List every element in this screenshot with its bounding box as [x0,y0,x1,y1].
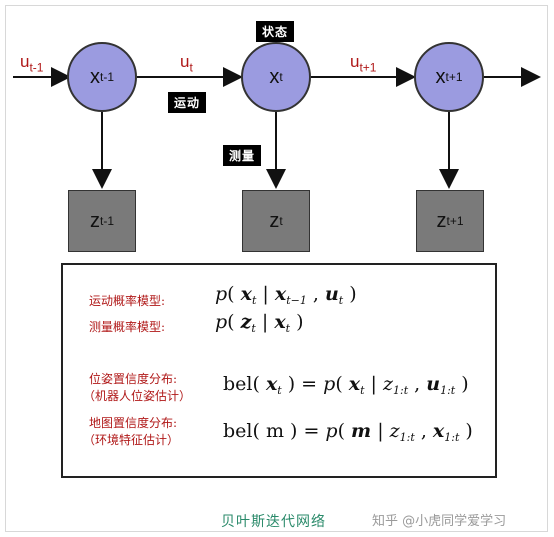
control-label: u [180,52,190,71]
eq-u: u [426,373,441,395]
eq-x: x [274,311,286,333]
node-subscript: t+1 [445,70,463,84]
control-subscript: t [189,60,193,75]
tag-motion: 运动 [168,92,207,113]
eq-u: u [324,283,339,305]
obs-subscript: t+1 [446,214,464,228]
figure-frame [5,5,548,532]
motion-model-label: 运动概率模型: [89,294,166,308]
control-subscript: t+1 [359,60,377,75]
equation-panel: 运动概率模型: p( xt | xt−1 , ut ) 测量概率模型: p( z… [61,263,497,478]
measurement-model-equation: p( zt | xt ) [215,311,304,335]
control-u-t: ut [180,52,193,74]
measurement-model-label: 测量概率模型: [89,320,166,334]
eq-z: z [389,420,400,442]
pose-belief-equation: bel( xt ) = p( xt | z1:t , u1:t ) [223,373,469,397]
figure-caption: 贝叶斯迭代网络 [221,514,326,530]
eq-sub: t−1 [286,294,307,307]
eq-sub: t [251,322,256,335]
tag-measurement: 测量 [223,145,262,166]
tag-state: 状态 [256,21,295,42]
eq-m: m [351,420,372,442]
control-subscript: t-1 [29,60,44,75]
pose-belief-sublabel: （机器人位姿估计） [83,389,192,403]
map-belief-sublabel: （环境特征估计） [83,433,180,447]
eq-z: z [383,373,394,395]
eq-p: p [215,311,228,333]
node-label: x [269,65,280,88]
eq-bel: bel [223,373,253,395]
pose-belief-label: 位姿置信度分布: [89,372,178,386]
eq-sub: t [251,294,257,307]
eq-sub: t [338,294,344,307]
eq-x: x [348,373,361,395]
obs-subscript: t [279,214,283,228]
eq-p: p [215,283,228,305]
eq-p: p [325,420,338,442]
node-label: x [89,65,100,88]
eq-x: x [274,283,287,305]
obs-label: z [436,209,447,232]
eq-z: z [240,311,252,333]
map-belief-equation: bel( m ) = p( m | z1:t , x1:t ) [223,420,473,444]
watermark: 知乎 @小虎同学爱学习 [372,514,507,529]
eq-sub: t [285,322,291,335]
obs-label: z [269,209,280,232]
eq-x: x [240,283,252,305]
control-label: u [350,52,360,71]
eq-sub: t [360,384,365,397]
eq-x: x [432,420,445,442]
eq-sub: t [277,384,282,397]
control-label: u [20,52,30,71]
map-belief-label: 地图置信度分布: [89,416,178,430]
node-subscript: t [279,70,283,84]
eq-sub: 1:t [393,384,409,397]
eq-sub: 1:t [444,431,460,444]
eq-m: m [265,420,284,442]
node-label: x [435,65,446,88]
eq-bel: bel [223,420,253,442]
eq-sub: 1:t [399,431,415,444]
obs-label: z [89,209,100,232]
motion-model-equation: p( xt | xt−1 , ut ) [215,283,357,307]
node-subscript: t-1 [99,70,114,84]
eq-x: x [265,373,278,395]
obs-subscript: t-1 [99,214,114,228]
control-u-t-1: ut-1 [20,52,43,74]
eq-sub: 1:t [440,384,456,397]
eq-p: p [323,373,336,395]
control-u-t+1: ut+1 [350,52,376,74]
